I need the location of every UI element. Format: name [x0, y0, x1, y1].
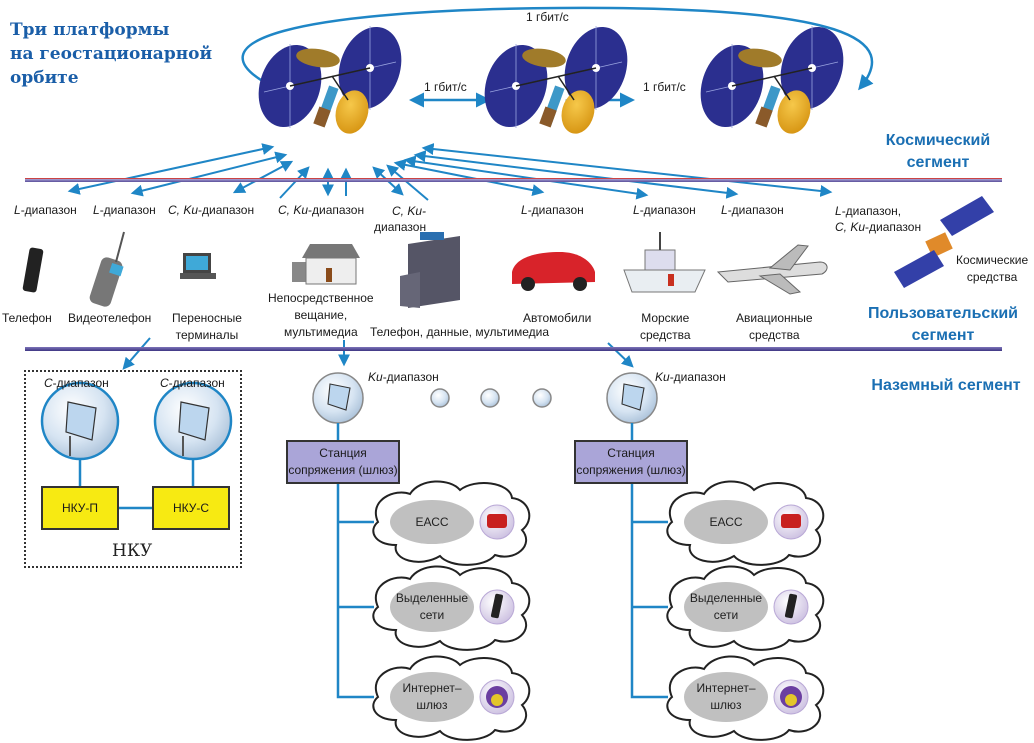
user-icons — [22, 196, 994, 308]
nku-p-band-label: C-диапазон — [44, 376, 109, 390]
gateway-2-station[interactable]: Станция сопряжения (шлюз) — [574, 440, 688, 484]
band-label-telephone: L-диапазон — [14, 203, 77, 217]
gateway-1-network-dedicated-line2: сети — [419, 608, 445, 622]
gateway-1-station[interactable]: Станция сопряжения (шлюз) — [286, 440, 400, 484]
terminal-label-videophone: Видеотелефон — [68, 311, 152, 325]
terminal-label-ship-line2: средства — [640, 328, 691, 342]
space-segment-title-line2: сегмент — [906, 154, 970, 171]
gateway-2-band-label: Ku-диапазон — [655, 370, 726, 384]
nku-group — [24, 370, 242, 568]
band-label-portable: C, Ku-диапазон — [168, 203, 255, 217]
terminal-label-ship: Морские средства — [640, 310, 691, 344]
office-building-icon — [400, 232, 460, 308]
gateway-1-network-internet-line1: Интернет– — [402, 681, 462, 695]
terminal-label-spacecraft-line1: Космические — [956, 253, 1029, 267]
terminal-label-ship-line1: Морские — [641, 311, 690, 325]
nku-label: НКУ — [112, 541, 153, 561]
title-line-3: орбите — [10, 68, 79, 88]
gateway-1-network-internet-line2: шлюз — [416, 698, 448, 712]
terminal-label-spacecraft: Космические средства — [956, 252, 1028, 286]
terminal-label-aircraft-line1: Авиационные — [736, 311, 813, 325]
terminal-label-building: Телефон, данные, мультимедиа — [370, 325, 550, 339]
phone-icon — [22, 247, 44, 293]
link-loop-arrow — [241, 6, 874, 91]
band-label-aircraft: L-диапазон — [721, 203, 784, 217]
user-segment-divider — [25, 347, 1002, 351]
terminal-label-aircraft-line2: средства — [749, 328, 800, 342]
gateway-2-station-line1: Станция — [607, 446, 655, 460]
terminal-label-car: Автомобили — [523, 311, 592, 325]
link-rate-2-3: 1 гбит/с — [643, 80, 686, 94]
nku-s-band-label: C-диапазон — [160, 376, 225, 390]
gateway-1-network-eass[interactable]: ЕАСС — [415, 515, 449, 529]
gateway-2-network-eass[interactable]: ЕАСС — [709, 515, 743, 529]
user-segment-title: Пользовательский сегмент — [848, 303, 1034, 347]
gateway-2-network-internet-line1: Интернет– — [696, 681, 756, 695]
terminal-label-telephone: Телефон — [2, 311, 52, 325]
nku-p-box[interactable]: НКУ-П — [41, 486, 119, 530]
terminal-label-spacecraft-line2: средства — [966, 270, 1018, 284]
downlink-arrows — [122, 337, 634, 370]
uplink-arrows — [67, 143, 833, 201]
terminal-label-broadcast-line1: Непосредственное — [268, 291, 374, 305]
gateway-2-station-line2: сопряжения (шлюз) — [576, 463, 686, 477]
spacecraft-icon — [894, 196, 994, 288]
band-label-videophone: L-диапазон — [93, 203, 156, 217]
gateway-2-network-internet-line2: шлюз — [710, 698, 742, 712]
satellite-1-icon — [247, 18, 413, 139]
car-icon — [512, 252, 595, 291]
diagram-title: Три платформы на геостационарной орбите — [10, 18, 212, 90]
link-rate-1-2: 1 гбит/с — [424, 80, 467, 94]
network-ovals — [390, 500, 768, 722]
space-segment-title: Космический сегмент — [868, 130, 1008, 174]
gateway-1-station-line1: Станция — [319, 446, 367, 460]
title-line-1: Три платформы — [10, 20, 170, 40]
ship-icon — [623, 232, 706, 293]
terminal-label-portable-line2: терминалы — [175, 328, 239, 342]
terminal-label-portable: Переносные терминалы — [172, 310, 242, 344]
space-segment-divider — [25, 178, 1002, 182]
terminal-label-aircraft: Авиационные средства — [736, 310, 813, 344]
title-line-2: на геостационарной — [10, 44, 213, 64]
gateway-2-network-internet[interactable]: Интернет– шлюз — [686, 680, 766, 714]
user-segment-title-line2: сегмент — [911, 327, 975, 344]
band-label-spacecraft: L-диапазон,C, Ku-диапазон — [835, 204, 922, 234]
nku-s-box[interactable]: НКУ-С — [152, 486, 230, 530]
ground-segment-title: Наземный сегмент — [871, 377, 1021, 394]
mobile-phone-icon — [784, 593, 798, 619]
space-segment-title-line1: Космический — [885, 132, 991, 149]
nku-graphics — [40, 381, 233, 510]
user-segment-title-line1: Пользовательский — [867, 305, 1019, 322]
desk-phone-icon — [781, 514, 801, 528]
band-label-ship: L-диапазон — [633, 203, 696, 217]
satellite-3-icon — [689, 18, 855, 139]
band-label-broadcast: C, Ku-диапазон — [278, 203, 365, 217]
terminal-label-broadcast: Непосредственное вещание, мультимедиа — [268, 290, 374, 341]
gateway-1-station-line2: сопряжения (шлюз) — [288, 463, 398, 477]
gateway-1-band-label: Ku-диапазон — [368, 370, 439, 384]
desk-phone-icon — [487, 514, 507, 528]
gateway-1-network-dedicated-line1: Выделенные — [395, 591, 469, 605]
satellite-2-icon — [473, 18, 639, 139]
terminal-label-portable-line1: Переносные — [172, 311, 242, 325]
gateway-1-network-dedicated[interactable]: Выделенные сети — [392, 590, 472, 624]
terminal-label-broadcast-line3: мультимедиа — [283, 325, 358, 339]
band-label-building: C, Ku-диапазон — [374, 204, 427, 234]
gateway-2-network-dedicated-line2: сети — [713, 608, 739, 622]
gateway-graphics — [312, 372, 668, 699]
gateway-1-network-internet[interactable]: Интернет– шлюз — [392, 680, 472, 714]
gateway-2-network-dedicated-line1: Выделенные — [689, 591, 763, 605]
gateway-2-network-dedicated[interactable]: Выделенные сети — [686, 590, 766, 624]
house-icon — [292, 244, 360, 285]
airplane-icon — [716, 244, 828, 295]
mobile-phone-icon — [490, 593, 504, 619]
videophone-icon — [89, 257, 123, 307]
link-rate-loop: 1 гбит/с — [526, 10, 569, 24]
band-label-car: L-диапазон — [521, 203, 584, 217]
terminal-label-broadcast-line2: вещание, — [294, 308, 348, 322]
